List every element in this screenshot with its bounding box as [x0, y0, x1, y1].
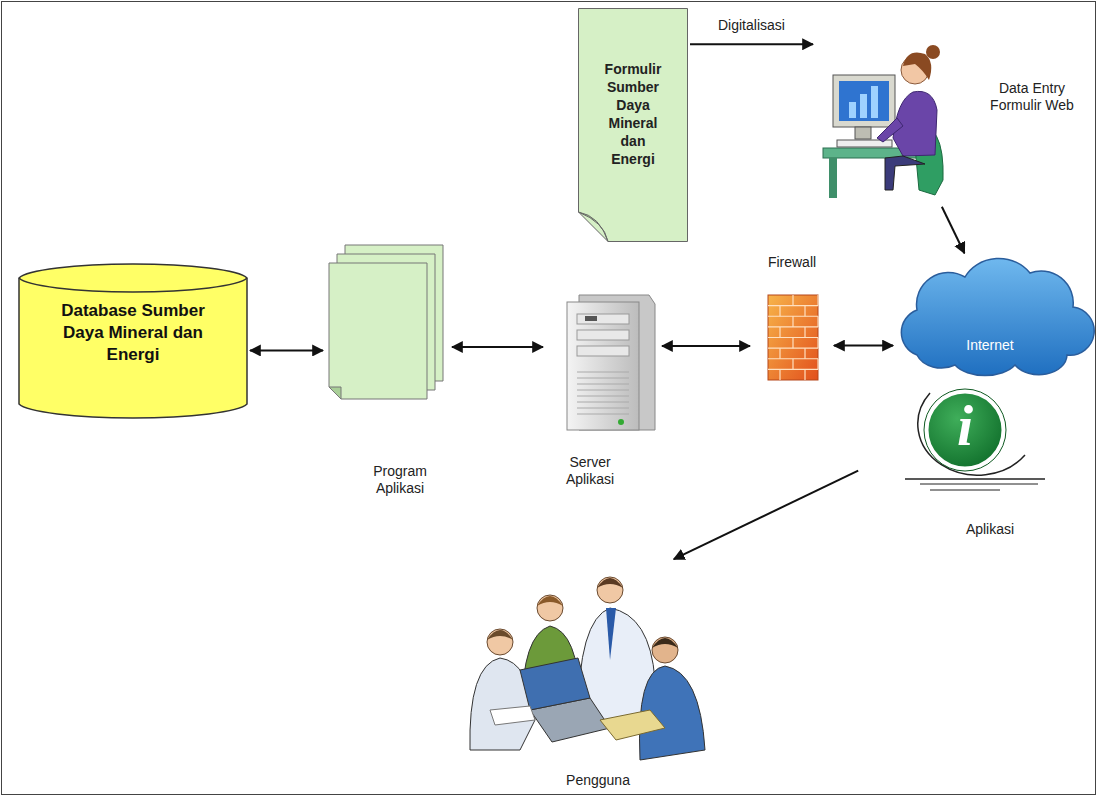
operator-legs: [885, 156, 925, 190]
server-front: [567, 302, 639, 430]
connector-arrow: [942, 207, 965, 253]
operator-hair: [903, 53, 931, 81]
brick-joint: [817, 359, 818, 370]
page-fold: [329, 387, 341, 399]
screen-bar: [871, 86, 878, 118]
program-pages: Program Aplikasi: [325, 245, 450, 500]
screen-bar: [849, 102, 856, 118]
brick-joint: [792, 338, 793, 349]
monitor-stand: [855, 127, 871, 139]
document-fold: [579, 212, 609, 242]
brick-joint: [779, 306, 780, 317]
info-application-icon: iAplikasi: [860, 385, 1070, 545]
monitor-case: [833, 75, 895, 127]
users-group-outline: [460, 560, 725, 792]
connector-arrow: [250, 349, 323, 351]
vent-line: [577, 378, 629, 379]
necktie: [606, 608, 616, 660]
hair-bun: [926, 45, 940, 59]
connector-arrow: [662, 345, 750, 347]
operator-arm: [877, 118, 903, 142]
users-group: Pengguna: [460, 560, 725, 792]
swirl-ring: [918, 393, 1025, 475]
woman-head: [537, 595, 563, 621]
vent-line: [577, 390, 629, 391]
cloud-shape: [901, 258, 1094, 375]
seated-man-left-hair: [487, 630, 513, 640]
firewall-wall: [768, 295, 818, 380]
info-disc-edge: [924, 389, 1006, 471]
form-title: Formulir Sumber Daya Mineral dan Energi: [600, 60, 666, 168]
brick-joint: [779, 369, 780, 380]
brick-joint: [779, 348, 780, 359]
brick-joint: [804, 369, 805, 380]
drive-bay: [577, 314, 629, 324]
base-line: [905, 478, 1045, 480]
program-label: Program Aplikasi: [355, 463, 445, 497]
cylinder-rim: [19, 278, 247, 292]
drive-slot: [585, 316, 597, 321]
info-disc: [927, 392, 1003, 468]
connector-arrow: [834, 345, 893, 347]
edge-label: Digitalisasi: [716, 17, 787, 34]
woman-hair: [537, 596, 563, 606]
seated-man-right-hair: [652, 638, 678, 648]
standing-man-hair: [597, 578, 623, 588]
brick-joint: [804, 327, 805, 338]
program-page: [329, 263, 427, 399]
data-entry-operator-outline: [815, 30, 1095, 205]
brick-joint: [792, 295, 793, 306]
data-entry-operator: Data Entry Formulir Web: [815, 30, 1095, 205]
server-tower: Server Aplikasi: [545, 292, 660, 492]
connector-arrow: [690, 43, 813, 45]
brick-joint: [804, 348, 805, 359]
base-line: [920, 484, 1038, 485]
vent-line: [577, 402, 629, 403]
internet-cloud: Internet: [895, 255, 1085, 370]
brick-joint: [779, 327, 780, 338]
desk-leg: [829, 158, 837, 198]
vent-line: [577, 414, 629, 415]
standing-man-head: [597, 577, 623, 603]
document-sheet: [579, 9, 688, 242]
brick-joint: [817, 316, 818, 327]
brick-joint: [792, 359, 793, 370]
screen-bar: [860, 94, 867, 118]
connector-arrow: [674, 471, 858, 559]
firewall-icon-outline: [752, 252, 832, 382]
database-title: Database Sumber Daya Mineral dan Energi: [49, 300, 217, 366]
application-label: Aplikasi: [940, 521, 1040, 538]
server-label: Server Aplikasi: [545, 454, 635, 488]
info-glyph: i: [940, 395, 990, 457]
base-line: [930, 490, 1000, 491]
seated-man-right-head: [652, 637, 678, 663]
form-document: Formulir Sumber Daya Mineral dan Energi: [578, 8, 688, 242]
vent-line: [577, 396, 629, 397]
database-cylinder: Database Sumber Daya Mineral dan Energi: [18, 262, 248, 420]
folder: [600, 710, 665, 740]
connector-arrow: [452, 346, 543, 348]
monitor-screen: [839, 81, 889, 121]
vent-line: [577, 384, 629, 385]
brick-joint: [792, 316, 793, 327]
brick-joint: [817, 338, 818, 349]
brick-joint: [804, 306, 805, 317]
drive-bay: [577, 346, 629, 356]
firewall-icon: Firewall: [752, 252, 832, 382]
seated-man-left-head: [487, 629, 513, 655]
vent-line: [577, 372, 629, 373]
internet-label: Internet: [935, 337, 1045, 354]
power-light: [618, 419, 624, 425]
brick-joint: [817, 295, 818, 306]
vent-line: [577, 408, 629, 409]
cylinder-body: [19, 264, 247, 418]
users-label: Pengguna: [548, 772, 648, 789]
firewall-label: Firewall: [752, 254, 832, 271]
operator-label: Data Entry Formulir Web: [973, 80, 1091, 114]
program-pages-outline: [325, 245, 450, 500]
paper: [490, 706, 535, 725]
laptop-screen: [520, 658, 590, 710]
drive-bay: [577, 330, 629, 340]
